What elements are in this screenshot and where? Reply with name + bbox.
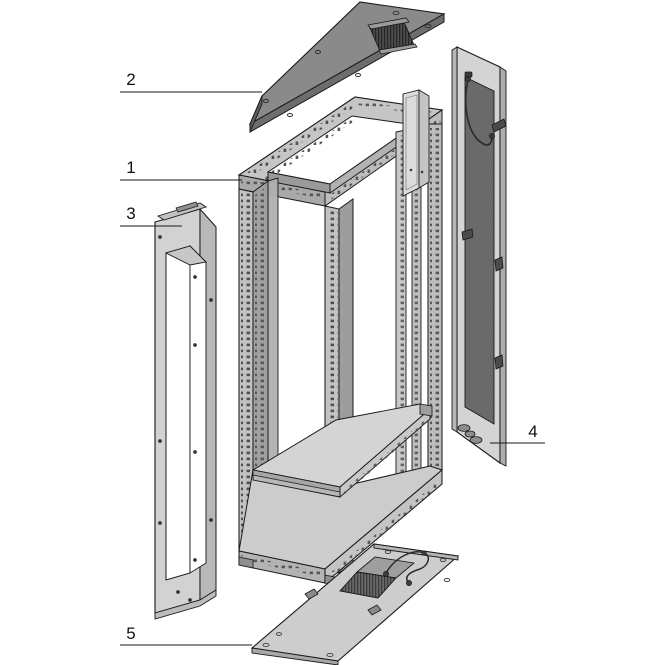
door-bottom-fittings: [457, 424, 483, 444]
bottom-panel-ground-terminals: [383, 550, 427, 586]
callout-number-4: 4: [528, 422, 537, 441]
callout-leader-lines: [120, 91, 545, 646]
side-panel-screws: [158, 235, 213, 602]
part-frame-assembly: [237, 89, 444, 587]
bottom-panel-latches: [304, 588, 382, 616]
bottom-panel-ground-strap: [385, 551, 430, 583]
top-panel-screws: [262, 10, 432, 117]
part-side-panel: [154, 201, 217, 620]
callout-number-2: 2: [126, 70, 135, 89]
bottom-panel-screws: [262, 550, 451, 658]
frame-mounting-angle: [402, 89, 430, 197]
bottom-panel-brush-gland: [339, 556, 415, 599]
callout-number-1: 1: [126, 158, 135, 177]
door-ground-strap: [464, 79, 493, 146]
part-top-panel: [248, 1, 446, 133]
part-bottom-panel: [250, 543, 460, 665]
part-mesh-door: [451, 46, 507, 467]
door-ground-terminals: [464, 71, 495, 139]
callout-number-5: 5: [126, 624, 135, 643]
door-hinges: [461, 118, 507, 370]
callout-number-3: 3: [126, 204, 135, 223]
top-panel-brush-gland: [367, 17, 418, 55]
